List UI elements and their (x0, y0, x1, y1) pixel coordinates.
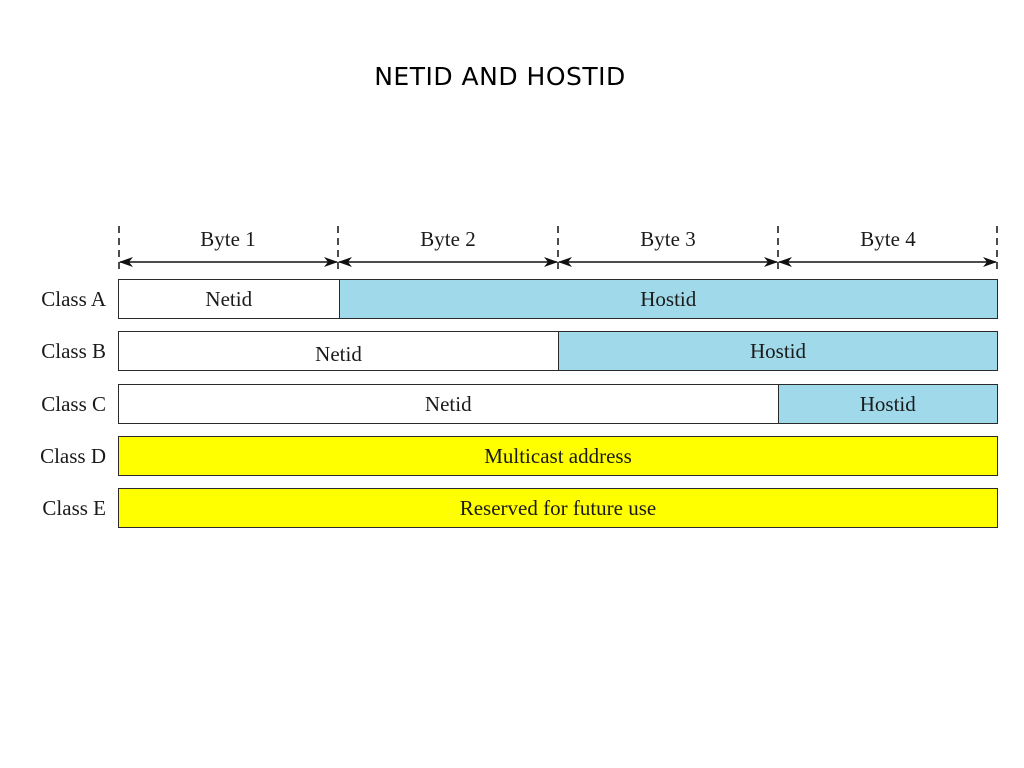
byte-label-1: Byte 1 (200, 227, 256, 251)
class-a-label: Class A (41, 287, 106, 311)
class-c-bar: Netid Hostid (118, 384, 998, 424)
class-b-netid: Netid (119, 332, 558, 370)
class-e-reserved: Reserved for future use (119, 489, 997, 527)
byte-label-2: Byte 2 (420, 227, 476, 251)
class-d-bar: Multicast address (118, 436, 998, 476)
class-a-bar: Netid Hostid (118, 279, 998, 319)
class-e-label: Class E (42, 496, 106, 520)
byte-label-3: Byte 3 (640, 227, 696, 251)
class-c-netid: Netid (119, 385, 778, 423)
byte-label-4: Byte 4 (860, 227, 916, 251)
class-d-multicast: Multicast address (119, 437, 997, 475)
class-c-label: Class C (41, 392, 106, 416)
class-e-bar: Reserved for future use (118, 488, 998, 528)
class-a-hostid: Hostid (338, 280, 997, 318)
class-b-label: Class B (41, 339, 106, 363)
class-a-netid: Netid (119, 280, 339, 318)
class-b-hostid: Hostid (558, 332, 997, 370)
byte-ruler (118, 226, 998, 273)
slide-title: NETID AND HOSTID (374, 62, 626, 91)
class-d-label: Class D (40, 444, 106, 468)
class-b-bar: Netid Hostid (118, 331, 998, 371)
class-c-hostid: Hostid (777, 385, 997, 423)
